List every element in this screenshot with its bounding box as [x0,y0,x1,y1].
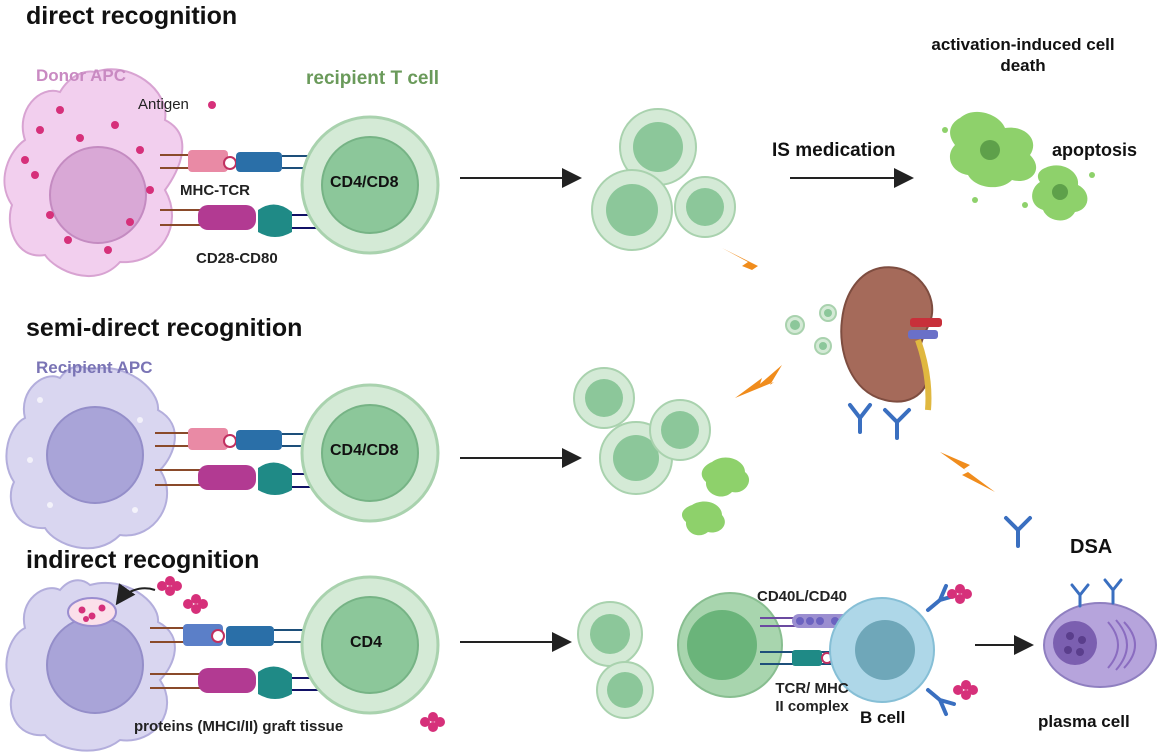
title-direct: direct recognition [26,2,238,30]
label-cd40l-cd40: CD40L/CD40 [757,588,848,605]
cd28-cd80-complex-direct [160,204,318,237]
label-recipient-t-cell: recipient T cell [306,68,440,89]
label-cd4: CD4 [350,634,383,651]
mhc-tcr-complex-indirect [150,624,318,646]
label-tcr-mhc2: TCR/ MHC II complex [775,680,849,715]
protein-clusters [157,576,445,732]
t-cell-direct [300,115,440,255]
donor-apc-cell [3,68,184,278]
title-semi-direct: semi-direct recognition [26,314,303,342]
label-mhc-tcr: MHC-TCR [180,182,250,199]
mhc-tcr-complex-semi [155,428,318,450]
label-cd4cd8-direct: CD4/CD8 [330,174,399,191]
apoptosis-fragments [942,111,1095,221]
label-cd28-cd80: CD28-CD80 [196,250,278,267]
label-aicd: activation-induced cell death [931,35,1115,75]
label-dsa: DSA [1070,536,1113,558]
lightning-bolts [722,248,995,492]
label-plasma-cell: plasma cell [1038,712,1130,731]
label-recipient-apc: Recipient APC [36,358,153,377]
recipient-apc-cell-semi [5,365,176,550]
title-indirect: indirect recognition [26,546,260,574]
label-b-cell: B cell [860,708,906,727]
b-cell [829,597,935,703]
t-cell-indirect [300,575,440,715]
label-antigen: Antigen [138,96,189,113]
label-is-medication: IS medication [772,140,896,161]
antibodies [848,403,1032,548]
dsa-antibodies [1070,578,1123,608]
t-helper-cell [677,592,783,698]
b-cell-antigens [947,584,978,700]
label-donor-apc: Donor APC [36,66,127,85]
released-cells [785,304,837,355]
t-cell-cluster-indirect [577,601,654,719]
antigen-dot [208,101,216,109]
b-cell-receptors [926,584,956,716]
recipient-apc-cell-indirect [5,579,176,752]
label-proteins: proteins (MHCI/II) graft tissue [134,718,344,735]
t-cell-semi [300,383,440,523]
label-cd4cd8-semi: CD4/CD8 [330,442,399,459]
t-cell-cluster-semi [573,367,750,536]
cd28-cd80-complex-indirect [150,666,318,699]
kidney-graft [840,266,942,411]
cd28-cd80-complex-semi [155,462,318,495]
t-cell-cluster-direct [591,108,736,251]
mhc-tcr-complex-direct [160,150,318,172]
plasma-cell [1043,602,1157,688]
label-apoptosis: apoptosis [1052,140,1138,160]
